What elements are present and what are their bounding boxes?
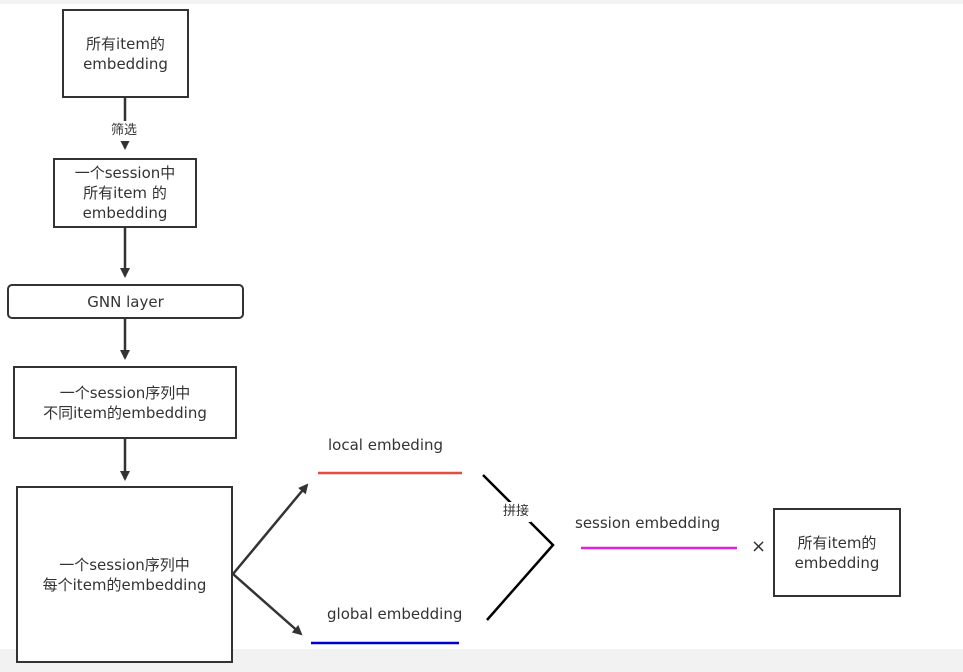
multiply-operator: × xyxy=(751,536,767,557)
concat-edge-label: 拼接 xyxy=(501,502,532,522)
edge-to-global xyxy=(232,573,303,636)
node-text: 一个session中 xyxy=(74,164,176,182)
node-text: 不同item的embedding xyxy=(43,403,207,422)
node-text: GNN layer xyxy=(87,292,164,311)
node-text: embedding xyxy=(83,54,168,73)
node-text: 一个session序列中 xyxy=(59,383,191,402)
session-seq-different-items-node: 一个session序列中 不同item的embedding xyxy=(13,366,237,439)
edge-to-local xyxy=(232,483,309,575)
global-embedding-label: global embedding xyxy=(327,605,463,623)
session-items-embedding-node: 一个session中 所有item 的 embedding xyxy=(53,158,197,228)
session-seq-each-item-node: 一个session序列中 每个item的embedding xyxy=(16,486,233,663)
node-text: 所有item的 xyxy=(797,533,877,552)
gnn-layer-node: GNN layer xyxy=(7,284,244,319)
session-embedding-label: session embedding xyxy=(575,514,721,532)
all-items-embedding-right-node: 所有item的 embedding xyxy=(773,508,901,597)
local-embedding-label: local embeding xyxy=(328,436,444,454)
all-items-embedding-node: 所有item的 embedding xyxy=(62,9,189,98)
node-text: embedding xyxy=(794,553,880,572)
top-strip xyxy=(0,0,963,4)
node-text: 一个session序列中 xyxy=(59,555,190,574)
node-text: 所有item 的 xyxy=(83,184,167,202)
concat-bracket xyxy=(482,474,555,621)
node-text: 所有item的 xyxy=(86,34,165,53)
bottom-strip xyxy=(0,649,963,672)
filter-edge-label: 筛选 xyxy=(109,121,140,141)
node-text: embedding xyxy=(82,204,168,222)
node-text: 每个item的embedding xyxy=(42,575,207,594)
